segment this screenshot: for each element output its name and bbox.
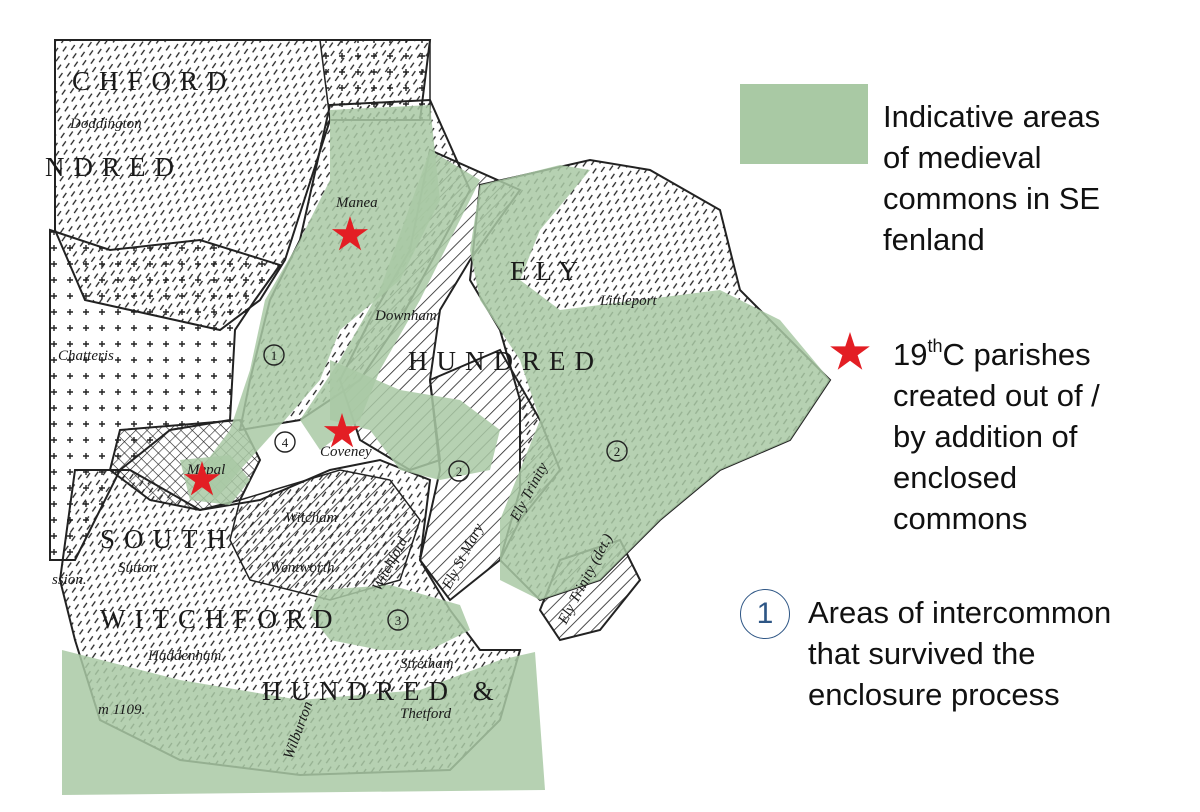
- label-downham: Downham: [374, 308, 437, 324]
- commons-coveney: [330, 360, 500, 480]
- label-sutton: Sutton: [118, 560, 156, 576]
- label-south-hundred: HUNDRED &: [262, 676, 503, 706]
- intercommon-marker-1: 1: [263, 344, 285, 366]
- label-south: SOUTH: [100, 524, 235, 554]
- label-ndred: NDRED: [45, 152, 183, 182]
- label-chatteris: Chatteris: [58, 348, 114, 364]
- intercommon-marker-2a: 2: [448, 460, 470, 482]
- intercommon-label-2b: 2: [614, 444, 621, 459]
- intercommon-label-4: 4: [282, 435, 289, 450]
- label-ely: ELY: [510, 256, 587, 286]
- intercommon-marker-2b: 2: [606, 440, 628, 462]
- label-manea: Manea: [335, 195, 378, 211]
- label-witchford: WITCHFORD: [100, 604, 342, 634]
- star-mepal: [183, 461, 221, 496]
- star-manea: [331, 216, 369, 251]
- label-chford: CHFORD: [72, 66, 236, 96]
- label-mepal: Mepal: [186, 462, 225, 478]
- label-littleport: Littleport: [599, 293, 658, 309]
- label-ssion: ssion.: [52, 572, 87, 588]
- star-coveney: [323, 413, 361, 448]
- commons-overlay: [62, 105, 830, 795]
- parish-stars: [183, 216, 369, 496]
- label-doddington: Doddington: [69, 116, 142, 132]
- label-m1109: m 1109.: [98, 702, 145, 718]
- label-witcham: Witcham: [285, 510, 338, 526]
- intercommon-marker-4: 4: [274, 431, 296, 453]
- label-wentworth: Wentworth: [270, 560, 334, 576]
- intercommon-marker-3: 3: [387, 609, 409, 631]
- commons-manea: [200, 105, 440, 500]
- intercommon-label-3: 3: [395, 613, 402, 628]
- intercommon-label-1: 1: [271, 348, 278, 363]
- intercommon-label-2a: 2: [456, 464, 463, 479]
- commons-three: [310, 585, 470, 650]
- label-stretham: Stretham: [400, 656, 454, 672]
- label-haddenham: Haddenham: [147, 648, 221, 664]
- intercommon-markers: 1 2 2 3 4: [263, 344, 628, 631]
- commons-south-rect: [62, 650, 545, 795]
- commons-mepal: [180, 455, 250, 505]
- label-ely-hundred: HUNDRED: [408, 346, 603, 376]
- region-witcham-hatch: [229, 469, 421, 601]
- hundred-labels: CHFORD NDRED ELY HUNDRED SOUTH WITCHFORD…: [45, 66, 603, 706]
- commons-littleport: [470, 165, 830, 600]
- label-thetford: Thetford: [400, 706, 452, 722]
- label-coveney: Coveney: [320, 444, 372, 460]
